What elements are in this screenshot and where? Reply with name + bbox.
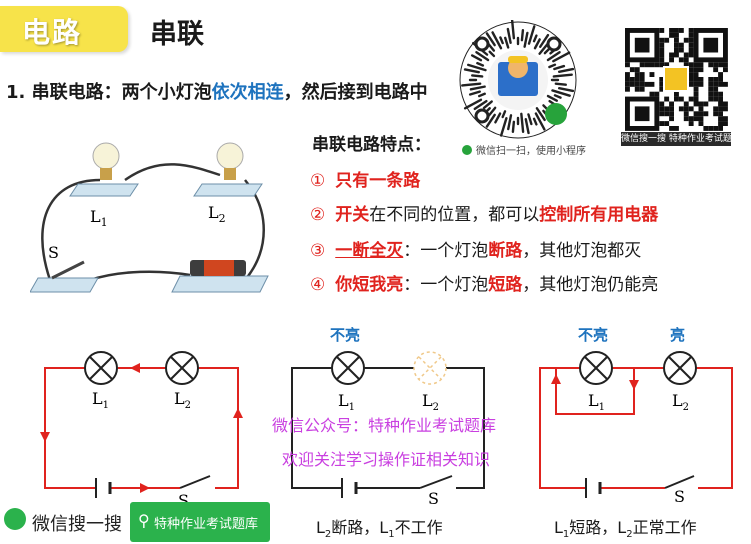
circuit-diagram-normal: L1 L2 S [40,351,243,510]
lamp-l2-icon [165,351,199,385]
search-icon: ⚲ [138,511,150,530]
apparatus-switch-label: S [48,243,59,262]
circuit2-switch-label: S [428,489,439,508]
wechat-search-label: 微信搜一搜 [32,514,122,535]
mini-program-caption: 微信扫一扫，使用小程序 [462,142,586,157]
apparatus-l2-label: L2 [208,203,226,225]
qr2-caption: 微信搜一搜 特种作业考试题库 [621,132,731,146]
circuit-diagram-short: 不亮 亮 L1 L2 S [539,326,733,506]
battery-base [171,275,269,293]
bulb-2-icon [216,142,244,170]
circuit2-caption: L2断路，L1不工作 [316,518,443,541]
intro-suffix: ，然后接到电路中 [283,82,428,103]
switch-symbol-icon [664,475,695,489]
wechat-search-button[interactable]: ⚲ 特种作业考试题库 [130,502,270,542]
lamp-l1-icon [84,351,118,385]
mini-program-code-icon [459,19,577,139]
switch-lever-icon [51,260,85,280]
broken-lamp-l2-icon [413,351,447,385]
circuit1-switch-label: S [178,491,189,510]
switch-symbol-icon [179,475,211,489]
wechat-search-text: 特种作业考试题库 [154,517,259,532]
mini-program-qr[interactable] [458,19,578,140]
current-arrow-icon [551,374,561,384]
dark-lamp-l1-icon [579,351,613,385]
lamp-base-1 [69,183,139,197]
circuit2-l1-label: L1 [338,391,355,413]
intro-text: 1. 串联电路：两个小灯泡依次相连，然后接到电路中 [6,78,428,104]
circuit-diagram-open: 不亮 L1 L2 S [291,326,485,508]
bulb-1-icon [92,142,120,170]
lamp-l1-icon [331,351,365,385]
watermark-line-2: 欢迎关注学习操作证相关知识 [282,450,491,469]
lamp-base-2 [193,183,263,197]
switch-symbol-icon [419,475,453,489]
circuit1-l1-label: L1 [92,389,109,411]
wechat-mini-icon [462,145,472,155]
intro-prefix: 1. 串联电路：两个小灯泡 [6,82,212,103]
apparatus-illustration: L1 L2 S [30,142,269,293]
watermark-line-1: 微信公众号：特种作业考试题库 [272,416,497,435]
current-arrow-icon [140,483,150,493]
apparatus-l1-label: L1 [90,207,108,229]
current-arrow-icon [40,432,50,442]
wechat-logo-icon [4,508,26,530]
current-arrow-icon [130,363,140,373]
current-arrow-icon [629,380,639,390]
circuit2-status-left: 不亮 [330,326,360,344]
features-title: 串联电路特点： [312,135,431,155]
circuit3-l1-label: L1 [588,391,605,413]
official-account-qr[interactable] [621,26,731,132]
qr-code-icon [625,28,728,131]
section-tab-label: 电路 [22,16,83,49]
circuit3-caption: L1短路，L2正常工作 [554,518,697,541]
intro-highlight: 依次相连 [211,82,284,103]
circuit3-switch-label: S [674,487,685,506]
circuit3-status-right: 亮 [670,326,685,344]
current-arrow-icon [233,408,243,418]
lit-lamp-l2-icon [663,351,697,385]
circuit2-l2-label: L2 [422,391,439,413]
circuit1-l2-label: L2 [174,389,191,411]
circuit3-status-left: 不亮 [578,326,608,344]
page-title: 串联 [150,19,204,50]
circuit3-l2-label: L2 [672,391,689,413]
section-tab: 电路 [0,6,128,52]
switch-base [30,277,99,293]
